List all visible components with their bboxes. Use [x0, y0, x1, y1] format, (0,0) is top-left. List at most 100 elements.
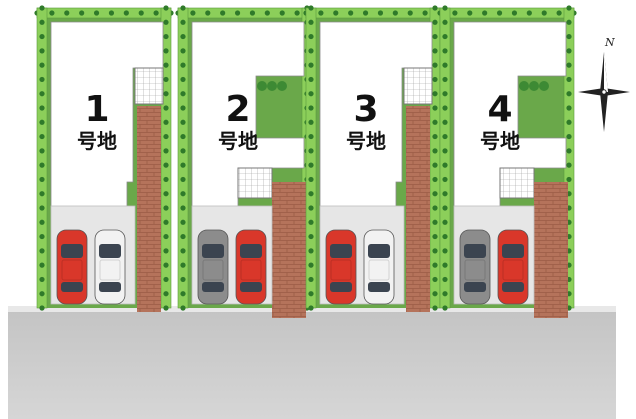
- shrub: [432, 33, 438, 40]
- shrub: [308, 162, 314, 168]
- lot-suffix: 号地: [346, 129, 386, 153]
- shrub: [39, 276, 45, 283]
- shrub: [79, 10, 85, 16]
- shrub: [163, 133, 169, 140]
- car-windshield: [99, 244, 121, 258]
- shrub: [442, 248, 448, 254]
- shrub: [566, 119, 572, 125]
- shrub: [467, 10, 473, 16]
- shrub: [163, 33, 169, 40]
- garden-shrub: [519, 81, 529, 91]
- shrub: [308, 105, 314, 111]
- brick-walkway: [534, 182, 568, 318]
- car-roof: [240, 259, 262, 281]
- lot-suffix: 号地: [218, 129, 258, 153]
- shrub: [163, 162, 169, 168]
- shrub: [39, 262, 45, 268]
- shrub: [308, 148, 314, 154]
- shrub: [566, 48, 572, 54]
- shrub: [482, 10, 488, 16]
- shrub: [39, 291, 45, 297]
- car-red: [56, 229, 88, 305]
- shrub: [432, 62, 438, 68]
- shrub: [308, 33, 314, 40]
- shrub: [308, 291, 314, 297]
- shrub: [163, 119, 169, 125]
- shrub: [308, 19, 314, 25]
- shrub: [308, 305, 314, 311]
- car-white: [363, 229, 395, 305]
- garden-shrub: [539, 81, 549, 91]
- shrub: [163, 276, 169, 283]
- shrub: [39, 176, 45, 183]
- deck-grid: [403, 67, 433, 105]
- shrub: [308, 91, 314, 97]
- shrub: [205, 10, 211, 16]
- car-rear-window: [464, 282, 486, 292]
- brick-walkway: [272, 182, 306, 318]
- car-roof: [330, 259, 352, 281]
- shrub: [180, 291, 186, 297]
- shrub: [566, 91, 572, 97]
- shrub: [39, 248, 45, 254]
- car-red: [497, 229, 529, 305]
- shrub: [442, 5, 448, 11]
- brick-walkway: [406, 106, 430, 312]
- lot-1: [34, 5, 174, 312]
- garden-shrub: [257, 81, 267, 91]
- deck-grid: [499, 167, 535, 199]
- hedge: [305, 7, 441, 19]
- shrub: [108, 10, 115, 16]
- shrub: [442, 276, 448, 283]
- shrub: [442, 76, 448, 83]
- shrub: [566, 76, 572, 83]
- garden-shrub: [529, 81, 539, 91]
- shrub: [308, 233, 314, 240]
- shrub: [180, 233, 186, 240]
- shrub: [39, 62, 45, 68]
- compass-rose-icon: [578, 52, 630, 132]
- shrub: [308, 276, 314, 283]
- car-roof: [202, 259, 224, 281]
- shrub: [432, 148, 438, 154]
- shrub: [39, 76, 45, 83]
- shrub: [541, 10, 547, 16]
- shrub: [39, 33, 45, 40]
- shrub: [163, 191, 169, 197]
- shrub: [442, 176, 448, 183]
- shrub: [39, 133, 45, 140]
- car-rear-window: [61, 282, 83, 292]
- shrub: [566, 133, 572, 140]
- hedge: [439, 7, 575, 19]
- shrub: [333, 10, 339, 16]
- car-windshield: [202, 244, 224, 258]
- shrub: [442, 33, 448, 40]
- car-gray: [197, 229, 229, 305]
- shrub: [432, 305, 438, 311]
- shrub: [432, 91, 438, 97]
- shrub: [566, 62, 572, 68]
- shrub: [442, 19, 448, 25]
- shrub: [220, 10, 226, 16]
- shrub: [180, 305, 186, 311]
- shrub: [407, 10, 413, 16]
- shrub: [442, 62, 448, 68]
- lot-suffix: 号地: [77, 129, 117, 153]
- shrub: [566, 176, 572, 183]
- shrub: [249, 10, 256, 16]
- car-red: [235, 229, 267, 305]
- shrub: [432, 105, 438, 111]
- shrub: [308, 191, 314, 197]
- car-rear-window: [330, 282, 352, 292]
- shrub: [442, 105, 448, 111]
- shrub: [432, 191, 438, 197]
- shrub: [566, 148, 572, 154]
- shrub: [163, 176, 169, 183]
- shrub: [64, 10, 70, 16]
- shrub: [442, 148, 448, 154]
- shrub: [163, 248, 169, 254]
- shrub: [39, 105, 45, 111]
